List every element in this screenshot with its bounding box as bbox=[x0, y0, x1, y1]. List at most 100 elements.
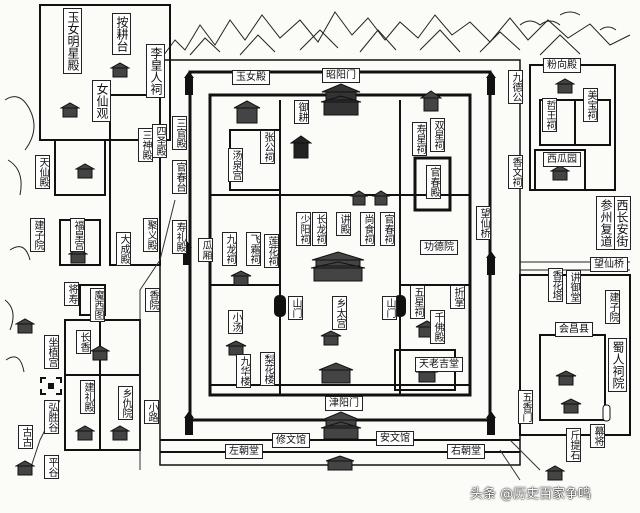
label-zuo-zhi-gong: 坐植宫 bbox=[44, 335, 59, 369]
label-jiu-hua-lou: 九华楼 bbox=[236, 354, 251, 388]
label-shan-men-right: 山门 bbox=[382, 296, 397, 320]
label-shou-xing-ci: 寿星祠 bbox=[412, 122, 427, 156]
label-xiu-wen-guan: 修文馆 bbox=[272, 433, 310, 448]
label-wu-xing-ci: 五星祠 bbox=[410, 285, 425, 319]
label-guan-chun-dian: 官春殿 bbox=[426, 165, 441, 199]
hall-icon bbox=[545, 465, 565, 481]
label-zhaoyang-men: 昭阳门 bbox=[322, 68, 360, 83]
hall-icon bbox=[318, 362, 354, 384]
label-shan-men-left: 山门 bbox=[288, 296, 303, 320]
label-zhang-long-ci: 长龙祠 bbox=[312, 212, 327, 246]
label-nv-xian-guan: 女仙观 bbox=[92, 80, 111, 122]
label-xiao-lu: 小路 bbox=[144, 400, 159, 424]
hall-icon bbox=[372, 190, 390, 206]
hall-icon bbox=[75, 163, 95, 179]
label-jiang-yu-tang: 讲御堂 bbox=[566, 270, 581, 304]
label-qian-fo-dian: 千佛殿 bbox=[430, 310, 445, 344]
label-gua-xiang: 瓜厢 bbox=[198, 238, 213, 262]
label-shao-yang-ci: 少阳祠 bbox=[296, 212, 311, 246]
label-wang-xian-qiao-right: 望仙桥 bbox=[590, 257, 628, 272]
zhaoyang-gate-hall-icon bbox=[320, 83, 362, 116]
label-yunu-mingxing-dian: 玉女明星殿 bbox=[63, 8, 82, 74]
label-yunu-dian: 玉女殿 bbox=[232, 70, 270, 85]
label-jian-li-dian: 建礼殿 bbox=[80, 380, 95, 414]
hall-icon bbox=[230, 270, 252, 286]
hall-icon bbox=[110, 62, 130, 78]
hall-icon bbox=[560, 398, 582, 414]
corner-tower-icon bbox=[184, 411, 194, 435]
hall-icon bbox=[110, 425, 130, 441]
label-mei-bao-ci: 美宝祠 bbox=[583, 88, 598, 122]
label-gong-de-yuan: 功德院 bbox=[420, 240, 458, 255]
label-chang-xiang: 长香 bbox=[76, 330, 91, 354]
label-tian-xian-dian: 天仙殿 bbox=[35, 155, 50, 189]
jinyang-gate-hall-icon bbox=[320, 411, 362, 440]
hall-icon bbox=[550, 165, 570, 181]
corner-tower-icon bbox=[184, 71, 194, 95]
label-tang-quan-gong: 汤泉宫 bbox=[228, 148, 243, 182]
hall-icon bbox=[420, 90, 442, 112]
hall-icon bbox=[320, 330, 342, 346]
label-da-cheng-dian: 大成殿 bbox=[116, 232, 131, 266]
hall-icon bbox=[225, 340, 247, 356]
hall-icon bbox=[233, 100, 261, 124]
label-wang-xian-qiao: 望仙桥 bbox=[476, 206, 491, 240]
label-ju-yi-dian: 聚义殿 bbox=[143, 218, 158, 252]
label-guan-chun-tai: 官春台 bbox=[172, 160, 187, 194]
label-xi-chang-an-jie: 西长安街 bbox=[612, 196, 631, 250]
label-li-huangren-ci: 李皇人祠 bbox=[146, 44, 165, 98]
label-jiude-gong: 九德公 bbox=[508, 70, 523, 104]
pagoda-icon bbox=[290, 135, 312, 159]
label-jian-zi-yuan-right: 建子院 bbox=[605, 290, 620, 324]
corner-tower-icon bbox=[486, 71, 496, 95]
corner-tower-icon bbox=[486, 411, 496, 435]
label-xiang-yuan: 香院 bbox=[145, 288, 160, 312]
label-xiang-wen-ci: 香文祠 bbox=[508, 155, 523, 189]
label-jian-zi-yuan: 建子院 bbox=[30, 218, 45, 252]
label-shou-li-dian: 寿礼殿 bbox=[172, 220, 187, 254]
label-fen-xiang-dian: 粉向殿 bbox=[543, 58, 581, 73]
label-tian-lao-ji-tang: 天老吉堂 bbox=[415, 357, 463, 372]
label-san-guan-dian: 三官殿 bbox=[172, 116, 187, 150]
label-li-hua-lou: 梨花楼 bbox=[260, 352, 275, 386]
label-ping-gu: 平谷 bbox=[44, 455, 59, 479]
hall-icon bbox=[350, 190, 368, 206]
corner-marker-icon bbox=[40, 377, 62, 395]
label-xiang-chou-yuan: 乡仇院 bbox=[118, 386, 133, 420]
watermark: 头条 @历史百家争鸣 bbox=[470, 487, 592, 502]
label-an-geng-tai: 按耕台 bbox=[112, 13, 131, 55]
hall-icon bbox=[60, 102, 80, 118]
label-hong-sheng-gu: 弘胜谷 bbox=[44, 400, 59, 434]
label-jin-yang-men: 津阳门 bbox=[325, 396, 363, 411]
hall-icon bbox=[555, 78, 575, 94]
label-zhang-gong-ci: 张公祠 bbox=[260, 130, 275, 164]
hall-icon bbox=[325, 455, 355, 471]
label-guan-chun-ci: 官春祠 bbox=[380, 212, 395, 246]
label-wu-xiang-men: 五香门 bbox=[518, 390, 533, 424]
label-mo-xi-tu: 魔西图 bbox=[90, 288, 105, 322]
label-shang-shi-ci: 尚食祠 bbox=[360, 212, 375, 246]
label-fu-huang-gong: 福皇宫 bbox=[70, 218, 85, 252]
label-shuang-xing-ci: 双星祠 bbox=[430, 118, 445, 152]
label-xiao-tang: 小汤 bbox=[228, 310, 243, 334]
label-jiang-shou: 将寿 bbox=[64, 282, 79, 306]
label-hui-chang-xian: 会昌县 bbox=[555, 322, 593, 337]
label-zuo-chao-tang: 左朝堂 bbox=[225, 444, 263, 459]
label-zhe-zhang: 折掌 bbox=[450, 285, 465, 309]
label-you-chao-tang: 右朝堂 bbox=[447, 444, 485, 459]
label-xi-gua-yuan: 西瓜园 bbox=[543, 152, 581, 167]
hall-icon bbox=[15, 460, 35, 476]
hall-icon bbox=[15, 318, 35, 334]
label-xiang-tai-gong: 乡太宫 bbox=[332, 296, 347, 330]
label-zhe-wang-ci: 哲王祠 bbox=[542, 98, 557, 132]
label-xiang-hua-ta: 香花塔 bbox=[548, 268, 563, 302]
label-can-zhou-fu-dao: 参州复道 bbox=[596, 196, 615, 250]
wall-tower-icon bbox=[486, 251, 496, 275]
label-shu-ren-ci-yuan: 蜀人祠院 bbox=[608, 338, 627, 392]
label-mu-jiang: 幕将 bbox=[590, 424, 605, 448]
hall-icon bbox=[90, 345, 110, 361]
label-an-wen-guan: 安文馆 bbox=[376, 431, 414, 446]
label-jin-ti-shi: 斤提石 bbox=[566, 428, 581, 462]
hall-icon bbox=[75, 425, 95, 441]
